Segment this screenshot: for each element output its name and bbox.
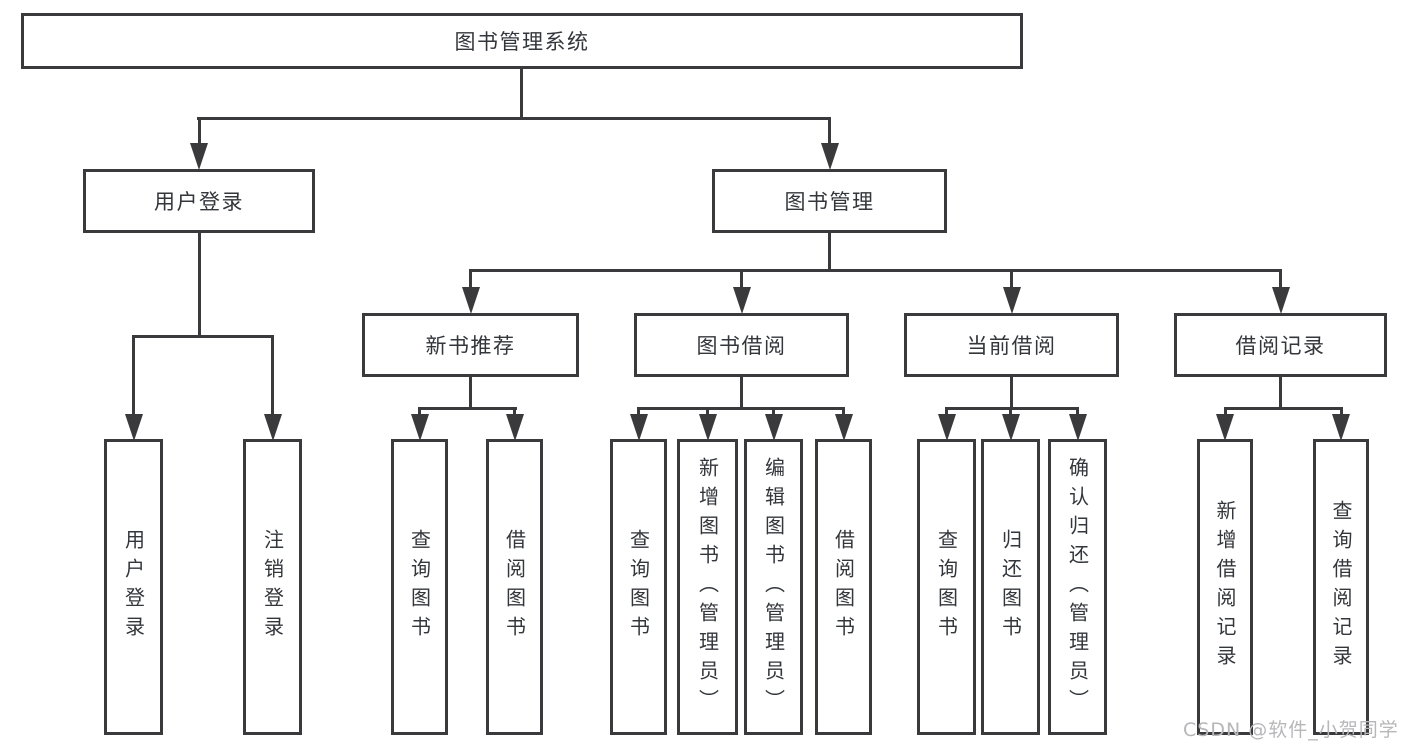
connector-line — [1279, 269, 1282, 289]
arrow-down-icon — [1003, 287, 1021, 314]
node-current-borrowing-label: 当前借阅 — [966, 334, 1057, 358]
node-user-login-label: 用户登录 — [154, 190, 244, 214]
node-book-borrowing: 图书借阅 — [634, 313, 849, 377]
leaf-add-borrow-record-label: 新增借阅记录 — [1213, 500, 1237, 674]
node-borrowing-records: 借阅记录 — [1174, 313, 1387, 377]
connector-line — [637, 407, 640, 417]
connector-line — [1009, 407, 1012, 417]
connector-line — [418, 407, 517, 410]
connector-line — [740, 269, 743, 289]
node-user-login: 用户登录 — [83, 169, 315, 233]
leaf-logout-label: 注销登录 — [260, 529, 285, 645]
node-borrowing-records-label: 借阅记录 — [1235, 334, 1326, 358]
leaf-edit-books-admin: 编辑图书（管理员） — [744, 439, 803, 735]
connector-line — [271, 335, 274, 417]
node-root-label: 图书管理系统 — [454, 30, 590, 54]
node-book-borrowing-label: 图书借阅 — [696, 334, 787, 358]
connector-line — [1010, 377, 1013, 409]
connector-line — [945, 407, 948, 417]
node-book-management: 图书管理 — [712, 169, 947, 233]
connector-line — [1340, 407, 1343, 417]
arrow-down-icon — [1332, 414, 1350, 441]
node-new-book-recommendation-label: 新书推荐 — [425, 334, 516, 358]
connector-line — [828, 117, 831, 147]
leaf-confirm-return-admin: 确认归还（管理员） — [1048, 439, 1107, 735]
connector-line — [198, 117, 201, 147]
arrow-down-icon — [190, 143, 208, 170]
leaf-return-books-label: 归还图书 — [998, 529, 1023, 645]
leaf-user-login: 用户登录 — [104, 439, 163, 735]
leaf-borrowing-query-books: 查询图书 — [610, 439, 667, 735]
connector-line — [418, 407, 421, 417]
leaf-add-books-admin-label: 新增图书（管理员） — [695, 456, 720, 718]
arrow-down-icon — [630, 414, 648, 441]
connector-line — [772, 407, 775, 417]
arrow-down-icon — [1216, 414, 1234, 441]
arrow-down-icon — [821, 143, 839, 170]
arrow-down-icon — [938, 414, 956, 441]
connector-line — [197, 117, 831, 120]
node-root: 图书管理系统 — [21, 13, 1023, 69]
arrow-down-icon — [765, 414, 783, 441]
connector-line — [469, 269, 472, 289]
leaf-logout: 注销登录 — [243, 439, 302, 735]
connector-line — [1224, 407, 1342, 410]
leaf-recommend-borrow-books-label: 借阅图书 — [502, 529, 527, 645]
arrow-down-icon — [835, 414, 853, 441]
leaf-borrow-books-label: 借阅图书 — [831, 529, 856, 645]
arrow-down-icon — [1002, 414, 1020, 441]
leaf-return-books: 归还图书 — [981, 439, 1040, 735]
leaf-edit-books-admin-label: 编辑图书（管理员） — [761, 456, 786, 718]
leaf-query-borrow-record: 查询借阅记录 — [1313, 439, 1369, 735]
node-book-management-label: 图书管理 — [784, 190, 875, 214]
connector-line — [1224, 407, 1227, 417]
arrow-down-icon — [411, 414, 429, 441]
connector-line — [842, 407, 845, 417]
csdn-watermark: CSDN @软件_小贺同学 — [1183, 719, 1399, 741]
node-new-book-recommendation: 新书推荐 — [362, 313, 579, 377]
connector-line — [1010, 269, 1013, 289]
connector-line — [637, 407, 845, 410]
leaf-query-borrow-record-label: 查询借阅记录 — [1329, 500, 1353, 674]
connector-line — [1279, 377, 1282, 409]
connector-line — [706, 407, 709, 417]
leaf-user-login-label: 用户登录 — [121, 529, 146, 645]
node-current-borrowing: 当前借阅 — [904, 313, 1119, 377]
connector-line — [132, 335, 274, 338]
connector-line — [469, 377, 472, 409]
connector-line — [1076, 407, 1079, 417]
connector-line — [198, 233, 201, 338]
arrow-down-icon — [264, 414, 282, 441]
arrow-down-icon — [699, 414, 717, 441]
connector-line — [945, 407, 1079, 410]
arrow-down-icon — [462, 287, 480, 314]
leaf-confirm-return-admin-label: 确认归还（管理员） — [1065, 456, 1090, 718]
arrow-down-icon — [1069, 414, 1087, 441]
arrow-down-icon — [733, 287, 751, 314]
connector-line — [740, 377, 743, 409]
connector-line — [513, 407, 516, 417]
leaf-borrow-books: 借阅图书 — [815, 439, 872, 735]
arrow-down-icon — [1272, 287, 1290, 314]
leaf-add-borrow-record: 新增借阅记录 — [1197, 439, 1253, 735]
connector-line — [828, 233, 831, 272]
arrow-down-icon — [506, 414, 524, 441]
leaf-current-query-books-label: 查询图书 — [934, 529, 959, 645]
connector-line — [520, 69, 523, 120]
leaf-recommend-query-books: 查询图书 — [391, 439, 448, 735]
leaf-borrowing-query-books-label: 查询图书 — [626, 529, 651, 645]
leaf-current-query-books: 查询图书 — [917, 439, 976, 735]
connector-line — [470, 269, 1282, 272]
connector-line — [132, 335, 135, 417]
arrow-down-icon — [125, 414, 143, 441]
leaf-recommend-borrow-books: 借阅图书 — [486, 439, 543, 735]
leaf-recommend-query-books-label: 查询图书 — [407, 529, 432, 645]
leaf-add-books-admin: 新增图书（管理员） — [677, 439, 738, 735]
